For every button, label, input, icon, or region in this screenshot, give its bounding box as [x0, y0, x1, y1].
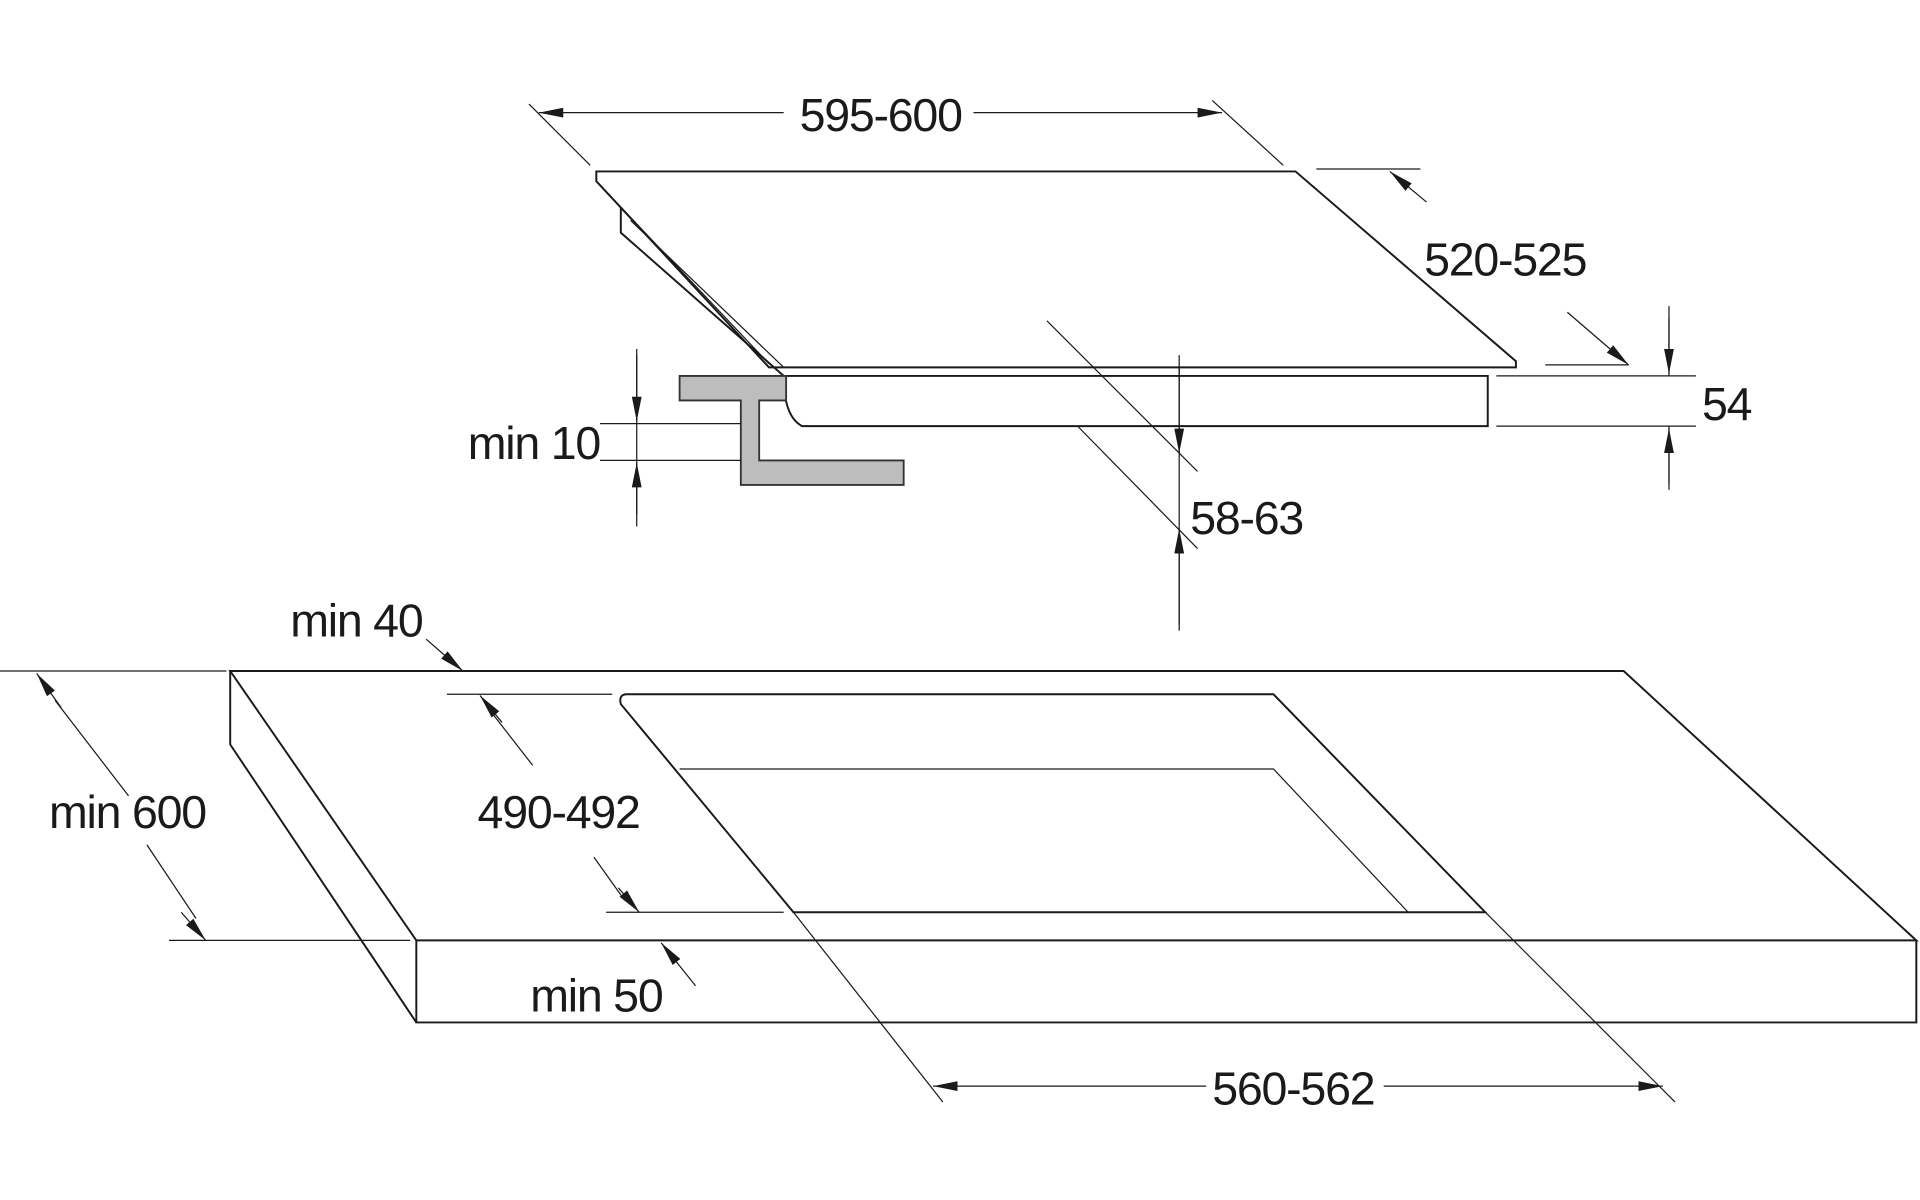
label-hob-height: 54 [1702, 378, 1752, 430]
label-cutout-width: 560-562 [1212, 1062, 1374, 1114]
label-clearance-below: min 10 [468, 417, 601, 469]
label-worktop-depth: min 600 [49, 786, 206, 838]
label-hob-depth: 520-525 [1424, 234, 1586, 286]
label-hob-width: 595-600 [800, 89, 962, 141]
label-insert-depth: 58-63 [1190, 492, 1303, 544]
label-cutout-depth: 490-492 [478, 786, 640, 838]
mounting-bracket [678, 375, 905, 486]
worktop [228, 670, 1919, 1024]
dimension-lines [0, 99, 1696, 1103]
label-edge-front: min 50 [530, 969, 663, 1021]
label-edge-back: min 40 [290, 595, 423, 647]
